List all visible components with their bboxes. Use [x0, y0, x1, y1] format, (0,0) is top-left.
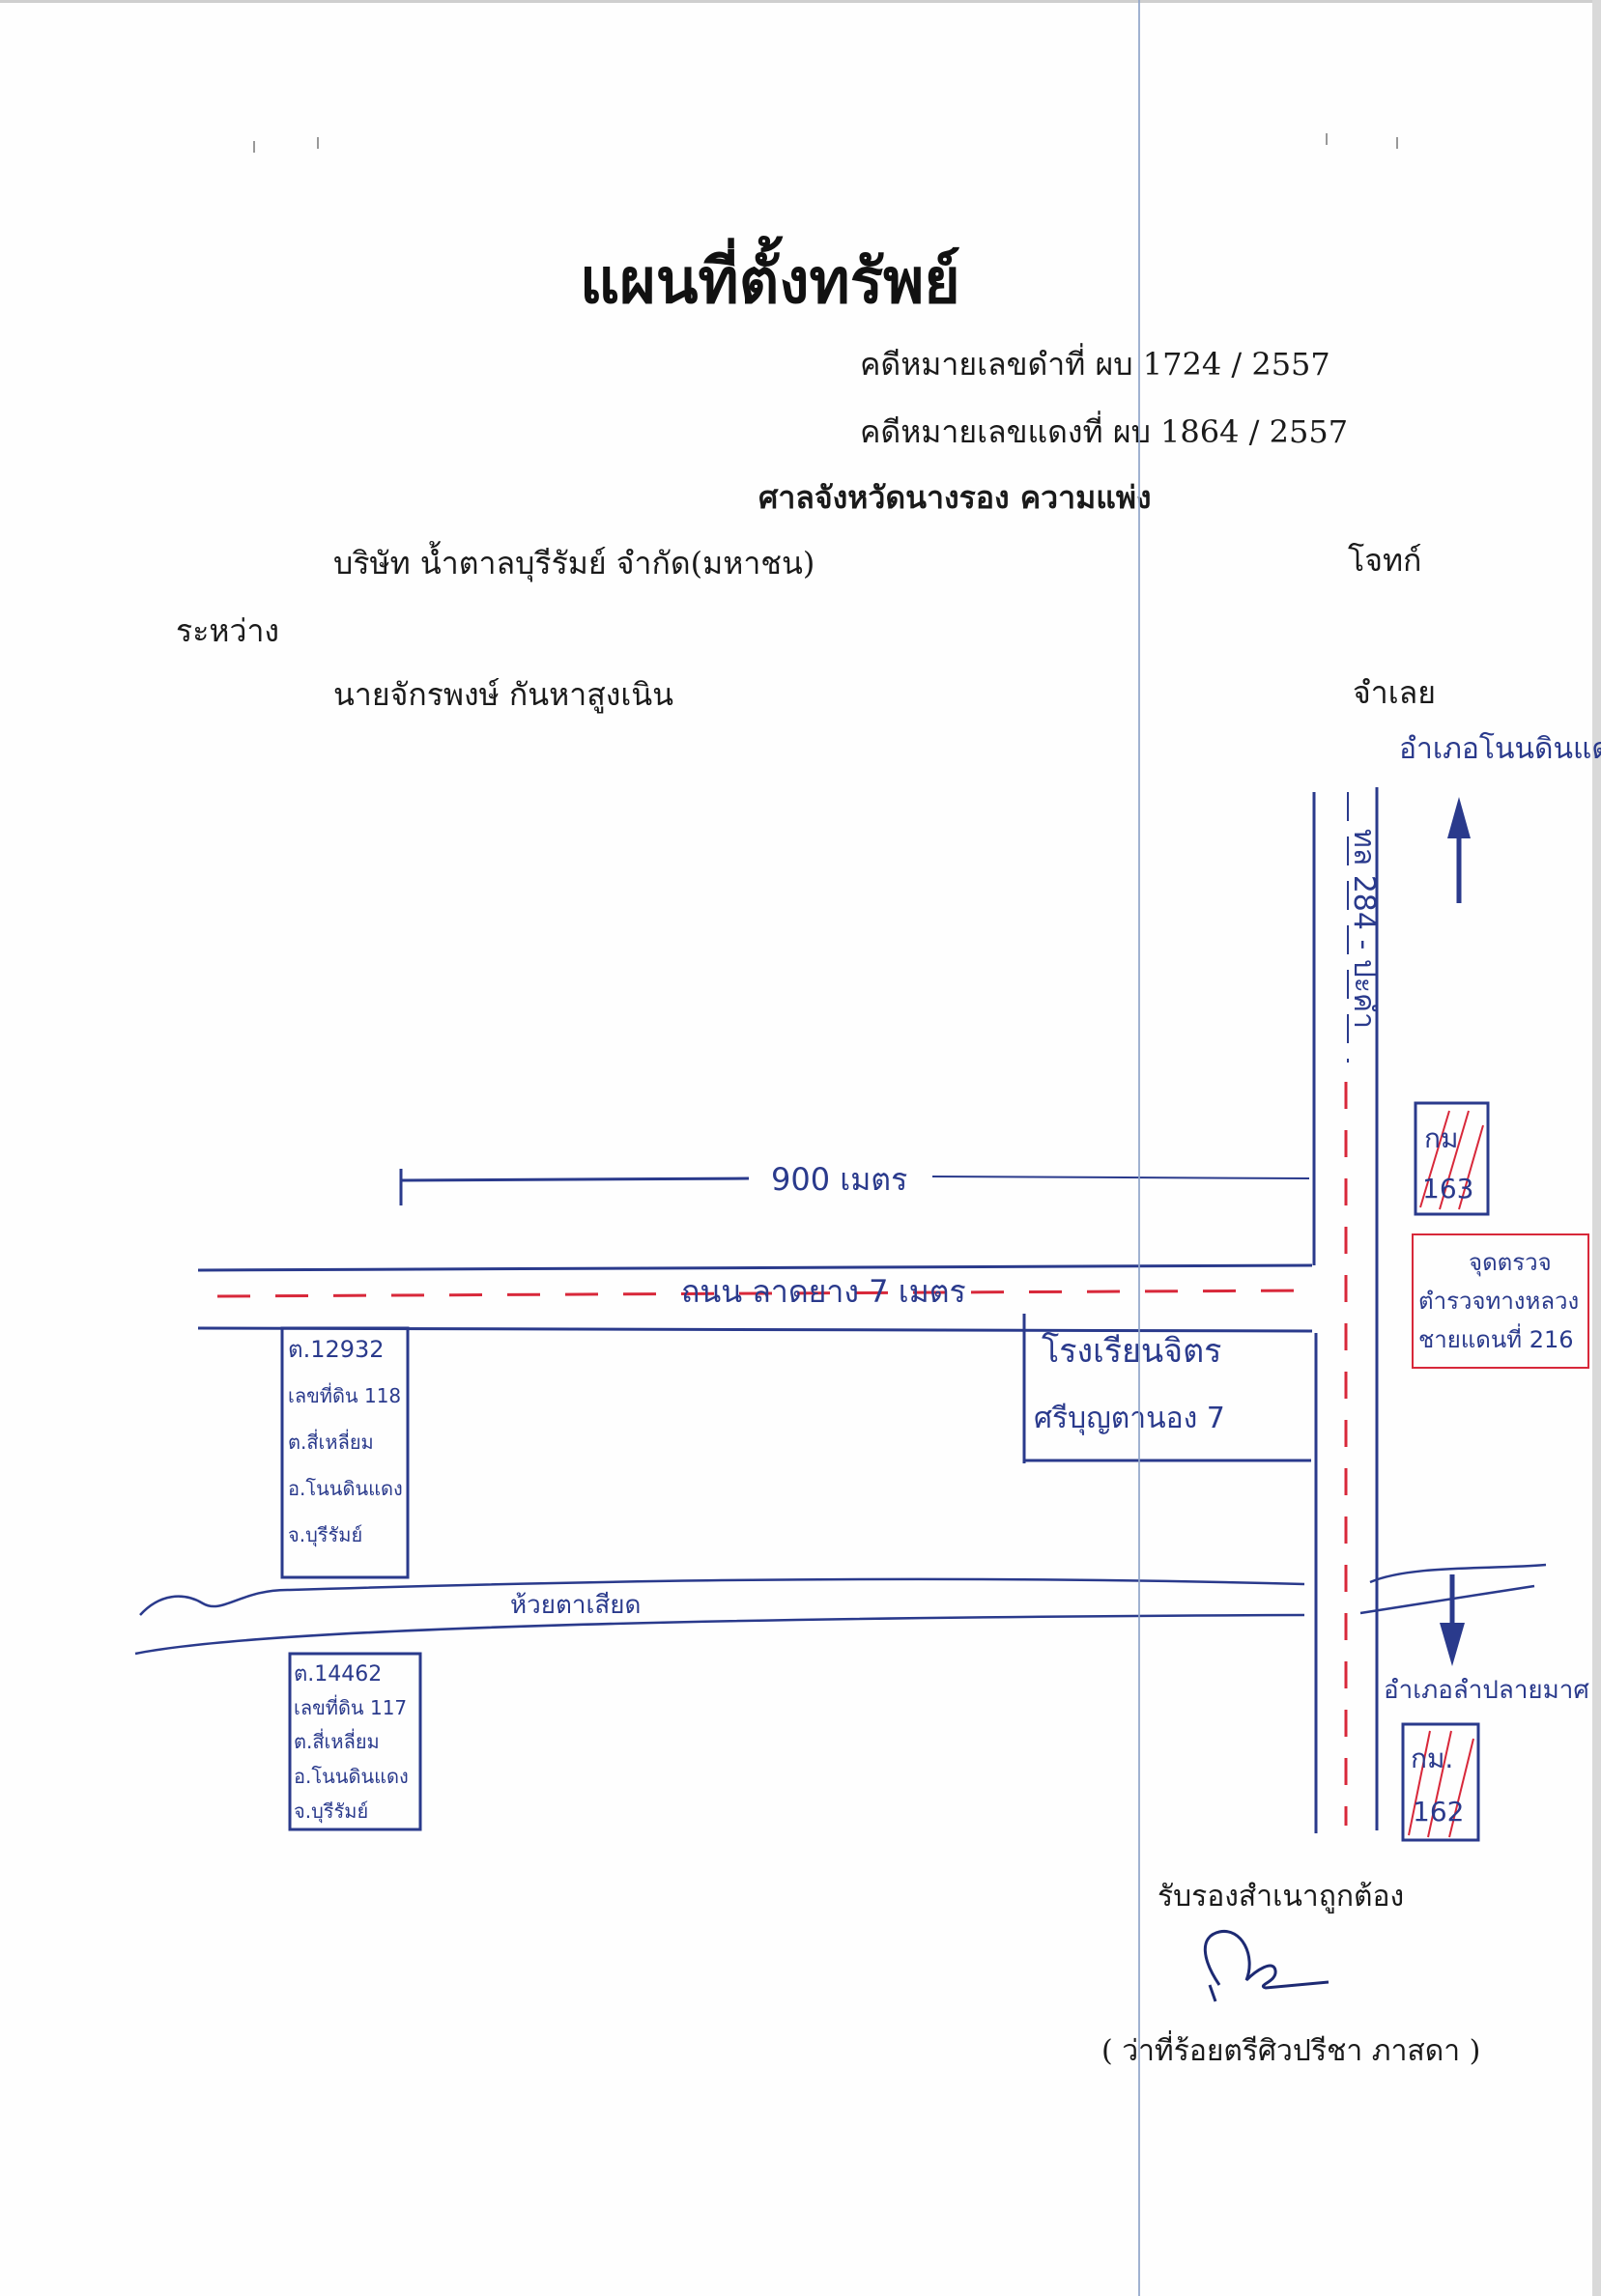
punch-mark — [1326, 133, 1328, 145]
plaintiff-role: โจทก์ — [1348, 542, 1422, 579]
fold-line — [1138, 0, 1140, 2296]
branch-road-label: ถนน ลาดยาง 7 เมตร — [681, 1273, 966, 1310]
page-top-edge — [0, 0, 1601, 3]
stream-label: ห้วยตาเสียด — [510, 1591, 641, 1620]
punch-mark — [317, 137, 319, 149]
parcel-2-line-5: จ.บุรีรัมย์ — [294, 1800, 368, 1824]
school-name-2: ศรีบุญตานอง 7 — [1034, 1402, 1225, 1436]
north-destination-label: อำเภอโนนดินแดง — [1399, 731, 1601, 766]
parcel-2-line-2: เลขที่ดิน 117 — [294, 1694, 407, 1719]
defendant-role: จำเลย — [1353, 674, 1437, 711]
signature — [1203, 1930, 1329, 2002]
main-highway — [1312, 787, 1379, 1833]
parcel-1-line-4: อ.โนนดินแดง — [288, 1477, 403, 1500]
police-checkpoint-box — [1412, 1233, 1589, 1369]
km-bottom-label: กม. — [1411, 1743, 1453, 1774]
document-title: แผนที่ตั้งทรัพย์ — [580, 245, 960, 318]
south-arrow — [1440, 1574, 1465, 1666]
south-destination-label: อำเภอลำปลายมาศ — [1384, 1676, 1589, 1705]
parcel-2-box — [288, 1652, 422, 1831]
km-top-label: กม — [1424, 1122, 1458, 1154]
parcel-1-line-5: จ.บุรีรัมย์ — [288, 1523, 362, 1547]
distance-label: 900 เมตร — [771, 1161, 907, 1198]
punch-mark — [1396, 137, 1398, 149]
north-arrow — [1447, 797, 1471, 903]
school-outline — [1022, 1314, 1311, 1463]
parcel-2-line-1: ต.14462 — [294, 1662, 382, 1687]
page-right-edge — [1592, 0, 1601, 2296]
defendant-name: นายจักรพงษ์ กันหาสูงเนิน — [333, 676, 674, 713]
police-line-2: ตำรวจทางหลวง — [1418, 1288, 1579, 1315]
punch-mark — [253, 141, 255, 153]
certified-copy-label: รับรองสำเนาถูกต้อง — [1158, 1880, 1405, 1913]
distance-marker — [399, 1169, 1310, 1205]
court-name: ศาลจังหวัดนางรอง ความแพ่ง — [758, 479, 1152, 516]
school-name-1: โรงเรียนจิตร — [1042, 1332, 1221, 1371]
parcel-1-line-3: ต.สี่เหลี่ยม — [288, 1429, 374, 1454]
parcel-2-line-3: ต.สี่เหลี่ยม — [294, 1728, 380, 1753]
black-case-number: คดีหมายเลขดำที่ ผบ 1724 / 2557 — [860, 346, 1330, 383]
parcel-1-line-1: ต.12932 — [288, 1336, 385, 1363]
police-line-1: จุดตรวจ — [1469, 1249, 1552, 1277]
red-case-number: คดีหมายเลขแดงที่ ผบ 1864 / 2557 — [860, 413, 1349, 450]
parcel-1-box — [280, 1326, 410, 1579]
km-post-162 — [1401, 1722, 1480, 1842]
between-label: ระหว่าง — [176, 612, 280, 649]
police-line-3: ชายแดนที่ 216 — [1418, 1323, 1574, 1353]
parcel-2-line-4: อ.โนนดินแดง — [294, 1765, 409, 1788]
parcel-1-line-2: เลขที่ดิน 118 — [288, 1382, 401, 1407]
km-bottom-number: 162 — [1413, 1796, 1464, 1828]
plaintiff-name: บริษัท น้ำตาลบุรีรัมย์ จำกัด(มหาชน) — [333, 545, 815, 581]
signer-name: ( ว่าที่ร้อยตรีศิวปรีชา ภาสดา ) — [1101, 2034, 1481, 2068]
km-top-number: 163 — [1422, 1173, 1473, 1205]
main-road-label: ทล 284 - ปะคำ — [1347, 829, 1381, 1029]
stream — [134, 1563, 1547, 1656]
km-post-163 — [1414, 1101, 1490, 1216]
